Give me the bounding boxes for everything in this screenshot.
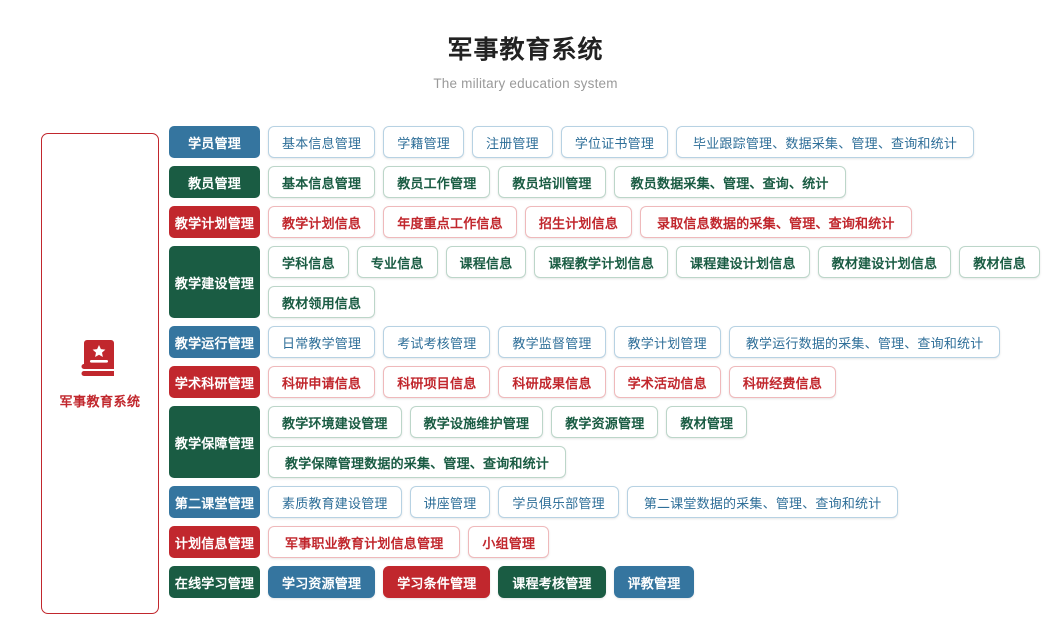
item-button-教员工作管理[interactable]: 教员工作管理 xyxy=(383,166,491,198)
item-button-教学监督管理[interactable]: 教学监督管理 xyxy=(498,326,606,358)
item-button-招生计划信息[interactable]: 招生计划信息 xyxy=(524,206,633,238)
item-button-素质教育建设管理[interactable]: 素质教育建设管理 xyxy=(268,486,402,518)
item-button-教学计划管理[interactable]: 教学计划管理 xyxy=(613,326,721,358)
category-row: 计划信息管理军事职业教育计划信息管理小组管理 xyxy=(169,526,1043,558)
item-button-科研经费信息[interactable]: 科研经费信息 xyxy=(728,366,837,398)
item-button-学位证书管理[interactable]: 学位证书管理 xyxy=(560,126,669,158)
category-row: 第二课堂管理素质教育建设管理讲座管理学员俱乐部管理第二课堂数据的采集、管理、查询… xyxy=(169,486,1043,518)
category-rows: 学员管理基本信息管理学籍管理注册管理学位证书管理毕业跟踪管理、数据采集、管理、查… xyxy=(169,126,1043,606)
item-button-课程信息[interactable]: 课程信息 xyxy=(445,246,527,278)
item-button-学员俱乐部管理[interactable]: 学员俱乐部管理 xyxy=(498,486,619,518)
item-button-第二课堂数据的采集-管理-查询和统计[interactable]: 第二课堂数据的采集、管理、查询和统计 xyxy=(626,486,899,518)
category-label-学术科研管理[interactable]: 学术科研管理 xyxy=(169,366,260,398)
item-button-教材领用信息[interactable]: 教材领用信息 xyxy=(268,286,376,318)
item-button-毕业跟踪管理-数据采集-管理-查询和统计[interactable]: 毕业跟踪管理、数据采集、管理、查询和统计 xyxy=(676,126,975,158)
item-button-科研申请信息[interactable]: 科研申请信息 xyxy=(268,366,376,398)
item-button-课程考核管理[interactable]: 课程考核管理 xyxy=(498,566,606,598)
item-group: 素质教育建设管理讲座管理学员俱乐部管理第二课堂数据的采集、管理、查询和统计 xyxy=(268,486,1043,518)
category-label-第二课堂管理[interactable]: 第二课堂管理 xyxy=(169,486,260,518)
item-button-小组管理[interactable]: 小组管理 xyxy=(468,526,550,558)
item-button-评教管理[interactable]: 评教管理 xyxy=(613,566,695,598)
brand-sidebar: 军事教育系统 xyxy=(41,133,159,614)
category-row: 教学运行管理日常教学管理考试考核管理教学监督管理教学计划管理教学运行数据的采集、… xyxy=(169,326,1043,358)
item-button-录取信息数据的采集-管理-查询和统计[interactable]: 录取信息数据的采集、管理、查询和统计 xyxy=(640,206,912,238)
page-title: 军事教育系统 xyxy=(447,36,604,64)
page-subtitle: The military education system xyxy=(433,75,618,91)
item-button-科研项目信息[interactable]: 科研项目信息 xyxy=(383,366,491,398)
item-group: 日常教学管理考试考核管理教学监督管理教学计划管理教学运行数据的采集、管理、查询和… xyxy=(268,326,1043,358)
page-header: 军事教育系统 The military education system xyxy=(0,0,1051,91)
item-button-专业信息[interactable]: 专业信息 xyxy=(356,246,438,278)
item-button-教学保障管理数据的采集-管理-查询和统计[interactable]: 教学保障管理数据的采集、管理、查询和统计 xyxy=(268,446,567,478)
category-row: 在线学习管理学习资源管理学习条件管理课程考核管理评教管理 xyxy=(169,566,1043,598)
item-group: 教学计划信息年度重点工作信息招生计划信息录取信息数据的采集、管理、查询和统计 xyxy=(268,206,1043,238)
item-button-基本信息管理[interactable]: 基本信息管理 xyxy=(268,126,376,158)
item-group: 教学环境建设管理教学设施维护管理教学资源管理教材管理教学保障管理数据的采集、管理… xyxy=(268,406,1043,478)
item-button-教材管理[interactable]: 教材管理 xyxy=(666,406,748,438)
item-button-学术活动信息[interactable]: 学术活动信息 xyxy=(613,366,721,398)
item-button-教学设施维护管理[interactable]: 教学设施维护管理 xyxy=(409,406,544,438)
category-label-教学建设管理[interactable]: 教学建设管理 xyxy=(169,246,260,318)
item-button-课程建设计划信息[interactable]: 课程建设计划信息 xyxy=(676,246,810,278)
item-button-考试考核管理[interactable]: 考试考核管理 xyxy=(383,326,491,358)
item-group: 学习资源管理学习条件管理课程考核管理评教管理 xyxy=(268,566,1043,598)
item-button-学习条件管理[interactable]: 学习条件管理 xyxy=(383,566,491,598)
category-row: 教学建设管理学科信息专业信息课程信息课程教学计划信息课程建设计划信息教材建设计划… xyxy=(169,246,1043,318)
item-button-注册管理[interactable]: 注册管理 xyxy=(472,126,553,158)
category-label-教学计划管理[interactable]: 教学计划管理 xyxy=(169,206,260,238)
item-group: 军事职业教育计划信息管理小组管理 xyxy=(268,526,1043,558)
item-button-教员数据采集-管理-查询-统计[interactable]: 教员数据采集、管理、查询、统计 xyxy=(613,166,846,198)
item-button-基本信息管理[interactable]: 基本信息管理 xyxy=(268,166,376,198)
item-button-学科信息[interactable]: 学科信息 xyxy=(268,246,349,278)
category-row: 教学保障管理教学环境建设管理教学设施维护管理教学资源管理教材管理教学保障管理数据… xyxy=(169,406,1043,478)
item-button-教学资源管理[interactable]: 教学资源管理 xyxy=(551,406,659,438)
item-button-年度重点工作信息[interactable]: 年度重点工作信息 xyxy=(383,206,517,238)
item-group: 基本信息管理教员工作管理教员培训管理教员数据采集、管理、查询、统计 xyxy=(268,166,1043,198)
category-label-学员管理[interactable]: 学员管理 xyxy=(169,126,260,158)
item-button-学习资源管理[interactable]: 学习资源管理 xyxy=(268,566,376,598)
book-star-icon xyxy=(80,338,120,382)
item-group: 学科信息专业信息课程信息课程教学计划信息课程建设计划信息教材建设计划信息教材信息… xyxy=(268,246,1043,318)
category-row: 学员管理基本信息管理学籍管理注册管理学位证书管理毕业跟踪管理、数据采集、管理、查… xyxy=(169,126,1043,158)
category-label-教学运行管理[interactable]: 教学运行管理 xyxy=(169,326,260,358)
category-row: 学术科研管理科研申请信息科研项目信息科研成果信息学术活动信息科研经费信息 xyxy=(169,366,1043,398)
item-button-军事职业教育计划信息管理[interactable]: 军事职业教育计划信息管理 xyxy=(268,526,461,558)
item-button-教学计划信息[interactable]: 教学计划信息 xyxy=(268,206,376,238)
brand-name: 军事教育系统 xyxy=(59,393,141,409)
item-button-课程教学计划信息[interactable]: 课程教学计划信息 xyxy=(534,246,669,278)
item-button-日常教学管理[interactable]: 日常教学管理 xyxy=(268,326,376,358)
category-label-在线学习管理[interactable]: 在线学习管理 xyxy=(169,566,260,598)
category-row: 教学计划管理教学计划信息年度重点工作信息招生计划信息录取信息数据的采集、管理、查… xyxy=(169,206,1043,238)
item-button-教学运行数据的采集-管理-查询和统计[interactable]: 教学运行数据的采集、管理、查询和统计 xyxy=(728,326,1001,358)
item-button-教员培训管理[interactable]: 教员培训管理 xyxy=(498,166,606,198)
category-label-教员管理[interactable]: 教员管理 xyxy=(169,166,260,198)
category-row: 教员管理基本信息管理教员工作管理教员培训管理教员数据采集、管理、查询、统计 xyxy=(169,166,1043,198)
diagram-canvas: 军事教育系统 学员管理基本信息管理学籍管理注册管理学位证书管理毕业跟踪管理、数据… xyxy=(0,126,1051,636)
item-button-教材建设计划信息[interactable]: 教材建设计划信息 xyxy=(817,246,952,278)
item-button-讲座管理[interactable]: 讲座管理 xyxy=(409,486,491,518)
item-button-教学环境建设管理[interactable]: 教学环境建设管理 xyxy=(268,406,402,438)
item-button-学籍管理[interactable]: 学籍管理 xyxy=(383,126,465,158)
item-button-教材信息[interactable]: 教材信息 xyxy=(959,246,1041,278)
item-group: 基本信息管理学籍管理注册管理学位证书管理毕业跟踪管理、数据采集、管理、查询和统计 xyxy=(268,126,1043,158)
item-group: 科研申请信息科研项目信息科研成果信息学术活动信息科研经费信息 xyxy=(268,366,1043,398)
category-label-教学保障管理[interactable]: 教学保障管理 xyxy=(169,406,260,478)
category-label-计划信息管理[interactable]: 计划信息管理 xyxy=(169,526,260,558)
item-button-科研成果信息[interactable]: 科研成果信息 xyxy=(498,366,606,398)
